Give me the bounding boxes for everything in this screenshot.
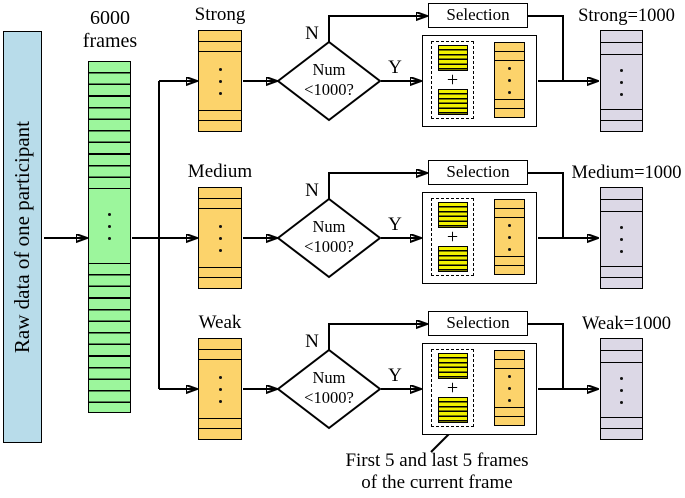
frames-bottom-rows [89,263,130,412]
caption-pointer-line [430,430,453,453]
vertical-ellipsis-icon [89,189,130,263]
raw-data-label: Raw data of one participant [10,120,34,354]
decision-diamond-shape [276,348,382,430]
caption-line1: First 5 and last 5 frames [345,450,529,471]
raw-data-panel: Raw data of one participant [3,31,42,443]
decision-diamond-shape [276,197,382,279]
caption: First 5 and last 5 frames of the current… [337,450,537,493]
decision-diamonds [276,40,382,430]
global-connectors [44,81,196,389]
decision-diamond-shape [276,40,382,122]
frames-column [88,61,131,413]
caption-line2: of the current frame [361,471,513,493]
frames-count-label: 6000 frames [82,7,138,52]
frames-top-rows [89,62,130,189]
